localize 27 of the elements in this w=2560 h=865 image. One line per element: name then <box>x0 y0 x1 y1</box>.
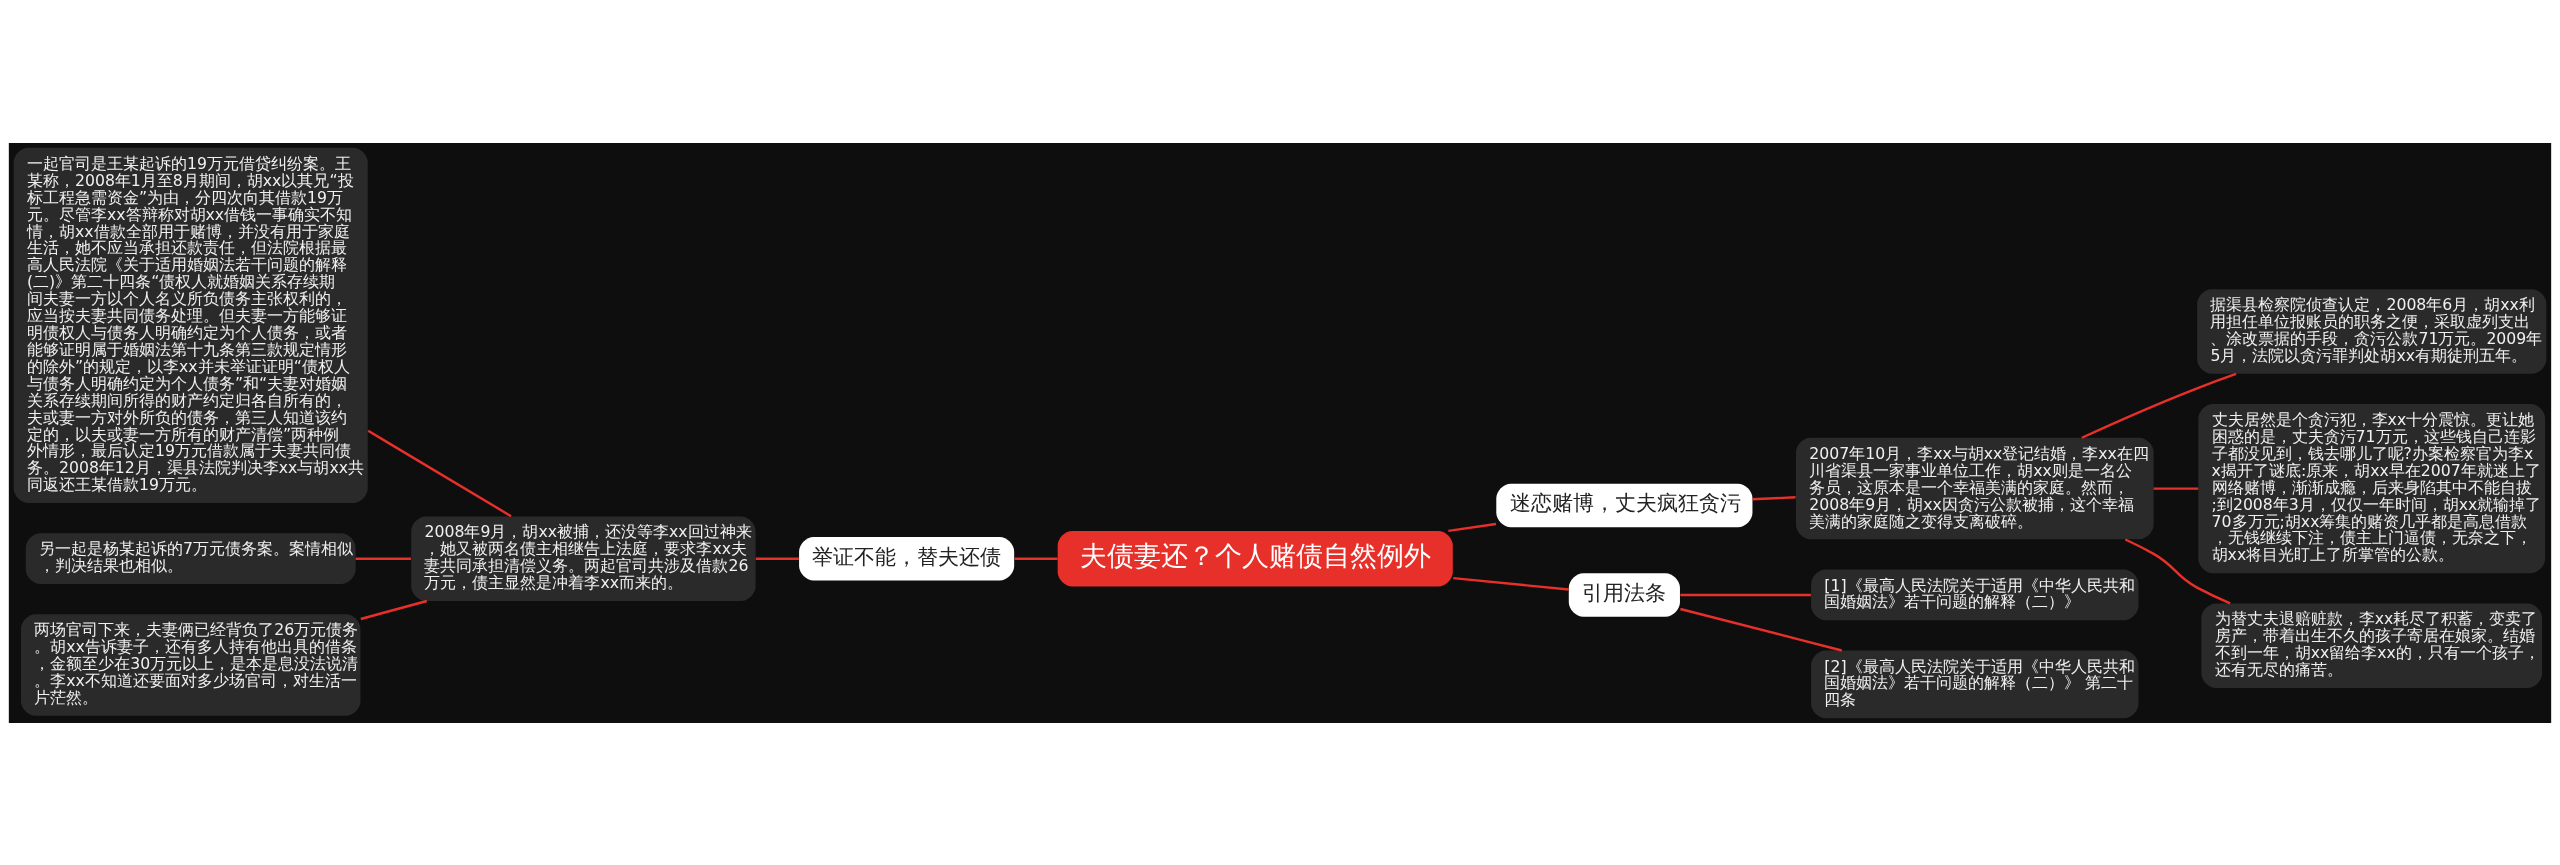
connector <box>755 556 799 560</box>
connector <box>2124 537 2231 604</box>
connector <box>360 599 428 620</box>
connector <box>2081 372 2237 439</box>
connector <box>355 556 411 560</box>
node-box: 据渠县检察院侦查认定，2008年6月，胡xx利用担任单位报账员的职务之便，采取虚列支出、涂改票据的手段，贪污公款71万元。2009年5月，法院以贪污罪判处胡xx有期徒刑五年。 <box>2197 288 2547 374</box>
connector <box>1680 607 1843 652</box>
connector <box>367 429 512 517</box>
connector <box>1680 593 1811 596</box>
node-box: 另一起是杨某起诉的7万元债务案。案情相似，判决结果也相似。 <box>25 532 356 584</box>
node-box: 两场官司下来，夫妻俩已经背负了26万元债务。胡xx告诉妻子，还有多人持有他出具的借条，金额至少在30万元以上，是本是息没法说清。李xx不知道还要面对多少场官司，对生活一片茫然。 <box>20 613 361 716</box>
node-box: 2008年9月，胡xx被捕，还没等李xx回过神来，她又被两名债主相继告上法庭，要求李xx夫妻共同承担清偿义务。两起官司共涉及借款26万元，债主显然是冲着李xx而来的。 <box>411 515 756 601</box>
node-box: 一起官司是王某起诉的19万元借贷纠纷案。王某称，2008年1月至8月期间，胡xx以其兄“投标工程急需资金”为由，分四次向其借款19万元。尽管李xx答辩称对胡xx借钱一事确实不知情，胡xx借款全部用于赌博，并没有用于家庭生活，她不应当承担还款责任，但法院根据最高人民法院《关于适用婚姻法若干问题的解释(二)》第二十四条“债权人就婚姻关系存续期间夫妻一方以个人名义所负债务主张权利的，应当按夫妻共同债务处理。但夫妻一方能够证明债权人与债务人明确约定为个人债务，或者能够证明属于婚姻法第十九条第三款规定情形的除外”的规定，以李xx并未举证证明“债权人与债务人明确约定为个人债务”和“夫妻对婚姻关系存续期间所得的财产约定归各自所有的，夫或妻一方对外所负的债务，第三人知道该约定的，以夫或妻一方所有的财产清偿”两种例外情形，最后认定19万元借款属于夫妻共同债务。2008年12月，渠县法院判决李xx与胡xx共同返还王某借款19万元。 <box>13 147 368 503</box>
node-box: 丈夫居然是个贪污犯，李xx十分震惊。更让她困惑的是，丈夫贪污71万元，这些钱自己连影子都没见到，钱去哪儿了呢?办案检察官为李xx揭开了谜底:原来，胡xx早在2007年就迷上了网络赌博，渐渐成瘾，后来身陷其中不能自拔;到2008年3月，仅仅一年时间，胡xx就输掉了70多万元;胡xx筹集的赌资几乎都是高息借款，无钱继续下注，债主上门逼债，无奈之下，胡xx将目光盯上了所掌管的公款。 <box>2198 403 2546 573</box>
node-box: 为替丈夫退赔赃款，李xx耗尽了积蓄，变卖了房产，带着出生不久的孩子寄居在娘家。结婚不到一年，胡xx留给李xx的，只有一个孩子，还有无尽的痛苦。 <box>2201 602 2543 688</box>
node-box: 夫债妻还？个人赌债自然例外 <box>1057 530 1453 586</box>
node-box: [2]《最高人民法院关于适用《中华人民共和国婚姻法》若干问题的解释（二）》 第二十四条 <box>1811 650 2139 718</box>
node-box: 迷恋赌博，丈夫疯狂贪污 <box>1496 483 1753 527</box>
connector <box>1014 556 1058 560</box>
connector <box>1453 576 1569 591</box>
node-box: 引用法条 <box>1568 572 1680 617</box>
connector <box>1448 522 1497 532</box>
connector <box>1752 495 1796 501</box>
node-box: 2007年10月，李xx与胡xx登记结婚，李xx在四川省渠县一家事业单位工作，胡xx则是一名公务员，这原本是一个幸福美满的家庭。然而，2008年9月，胡xx因贪污公款被捕，这个幸福美满的家庭随之变得支离破碎。 <box>1795 437 2154 539</box>
connector <box>2153 486 2199 490</box>
node-box: [1]《最高人民法院关于适用《中华人民共和国婚姻法》若干问题的解释（二）》 <box>1811 569 2139 620</box>
node-box: 举证不能，替夫还债 <box>799 536 1015 580</box>
